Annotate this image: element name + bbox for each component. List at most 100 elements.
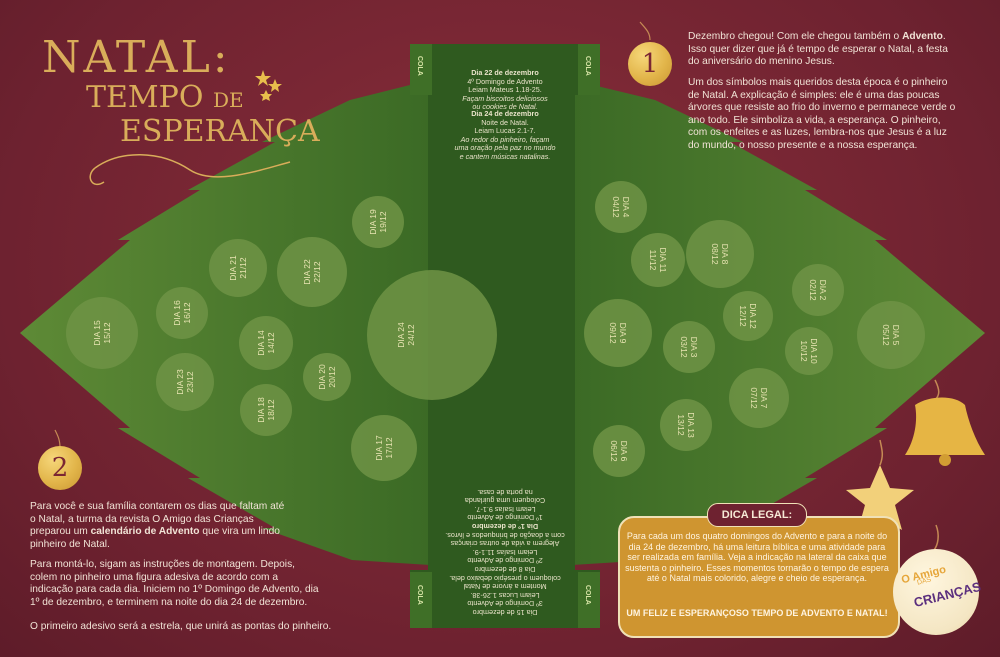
day-9-label: DIA 9 — [618, 322, 628, 344]
day-4-label: DIA 4 — [621, 196, 631, 218]
strip-day22-line1: 4º Domingo de Advento — [467, 76, 543, 86]
day-10-date: 10/12 — [799, 340, 809, 362]
strip-bottom-line: Dia 15 de dezembro — [472, 607, 538, 617]
strip-bottom-line: com a doação de brinquedos e livros. — [445, 530, 565, 540]
strip-day22-italic1: Façam biscoitos deliciosos — [462, 93, 548, 103]
instructions-paragraph-2: Para montá-lo, sigam as instruções de mo… — [30, 559, 319, 608]
instr-p1-c: que vira um lindo pinheiro de Natal. — [30, 526, 280, 550]
strip-day24-block: Dia 24 de dezembro Noite de Natal. Leiam… — [440, 109, 570, 162]
dica-text: Para cada um dos quatro domingos do Adve… — [625, 531, 889, 583]
strip-bottom-line: Dia 1º de dezembro — [471, 521, 539, 531]
day-13-label: DIA 13 — [686, 412, 696, 438]
strip-day24-title: Dia 24 de dezembro — [471, 109, 539, 118]
strip-day22-block: Dia 22 de dezembro 4º Domingo de Advento… — [440, 68, 570, 112]
dica-box — [618, 516, 900, 638]
cola-label-tl: COLA — [416, 56, 423, 76]
cola-tab-bl — [410, 572, 432, 628]
instr-p1-a: Para você e sua família contarem os dias… — [30, 501, 285, 538]
day-4-date: 04/12 — [611, 196, 621, 218]
instructions-paragraph-1: Para você e sua família contarem os dias… — [30, 501, 285, 551]
day-8-label: DIA 8 — [720, 243, 730, 265]
intro-p1-a: Dezembro chegou! Com ele chegou também o — [688, 31, 903, 42]
day-6-date: 06/12 — [609, 440, 619, 462]
intro-paragraph-2: Um dos símbolos mais queridos desta époc… — [688, 77, 956, 151]
day-24-label: DIA 24 — [396, 322, 406, 348]
strip-bottom-line: 1º Domingo de Advento — [467, 513, 543, 523]
day-14-date: 14/12 — [266, 332, 276, 354]
day-11-label: DIA 11 — [658, 247, 668, 273]
day-12-label: DIA 12 — [748, 303, 758, 329]
strip-day24-italic2: uma oração pela paz no mundo — [454, 143, 556, 153]
title-line2-main: TEMPO — [86, 80, 204, 115]
cola-label-bl: COLA — [416, 585, 423, 605]
ornament-two: 2 — [38, 446, 82, 490]
day-21-date: 21/12 — [238, 257, 248, 279]
day-3-date: 03/12 — [679, 336, 689, 358]
strip-bottom-line: Coloquem uma guirlanda — [464, 496, 546, 506]
day-7-label: DIA 7 — [759, 387, 769, 409]
strip-day24-italic1: Ao redor do pinheiro, façam — [460, 134, 550, 144]
cola-label-br: COLA — [584, 585, 591, 605]
strip-bottom-line: Dia 8 de dezembro — [474, 564, 536, 574]
center-strip — [410, 44, 600, 628]
day-20-label: DIA 20 — [317, 364, 327, 390]
day-13-date: 13/12 — [676, 414, 686, 436]
strip-day22-italic2: ou cookies de Natal. — [472, 102, 538, 112]
strip-bottom-block: Dia 15 de dezembro 3º Domingo de Advento… — [440, 487, 570, 617]
day-8-date: 08/12 — [710, 243, 720, 265]
strip-bottom-line: Alegrem a vida de outras crianças — [450, 539, 560, 549]
day-5-date: 05/12 — [881, 324, 891, 346]
intro-paragraph-1: Dezembro chegou! Com ele chegou também o… — [688, 31, 958, 69]
dica-label: DICA LEGAL: — [707, 503, 807, 527]
day-22-label: DIA 22 — [302, 259, 312, 285]
strip-bottom-line: 3º Domingo de Advento — [467, 599, 543, 609]
strip-day24-italic3: e cantem músicas natalinas. — [459, 151, 551, 161]
day-2-date: 02/12 — [808, 279, 818, 301]
day-19-date: 19/12 — [378, 211, 388, 233]
strip-day22-title: Dia 22 de dezembro — [471, 68, 539, 77]
day-7-date: 07/12 — [749, 387, 759, 409]
title-line1: NATAL: — [42, 32, 231, 83]
strip-bottom-line: Leiam Isaías 11.1-9. — [472, 547, 538, 557]
cola-tab-tl — [410, 44, 432, 95]
instr-p1-bold: calendário de Advento — [90, 526, 200, 538]
day-17-label: DIA 17 — [374, 435, 384, 461]
day-11-date: 11/12 — [648, 249, 658, 271]
intro-p1-c: . Isso quer dizer que já é tempo de espe… — [688, 31, 948, 68]
strip-day24-line1: Noite de Natal. — [481, 117, 529, 127]
day-15-date: 15/12 — [102, 322, 112, 344]
day-16-label: DIA 16 — [172, 300, 182, 326]
day-15-label: DIA 15 — [92, 320, 102, 346]
strip-bottom-line: coloquem o presépio debaixo dela. — [449, 573, 561, 583]
strip-bottom-line: Montem a árvore de Natal — [463, 582, 547, 592]
cola-tab-tr — [578, 44, 600, 95]
day-22-date: 22/12 — [312, 261, 322, 283]
day-18-date: 18/12 — [266, 399, 276, 421]
dica-final-message: UM FELIZ E ESPERANÇOSO TEMPO DE ADVENTO … — [626, 608, 888, 618]
page-title: NATAL: TEMPO DE ESPERANÇA — [42, 32, 320, 148]
strip-day24-line2: Leiam Lucas 2.1-7. — [474, 126, 536, 136]
day-23-date: 23/12 — [185, 371, 195, 393]
instructions-paragraph-3: O primeiro adesivo será a estrela, que u… — [30, 621, 332, 632]
title-line3: ESPERANÇA — [120, 114, 320, 149]
day-19-label: DIA 19 — [368, 209, 378, 235]
